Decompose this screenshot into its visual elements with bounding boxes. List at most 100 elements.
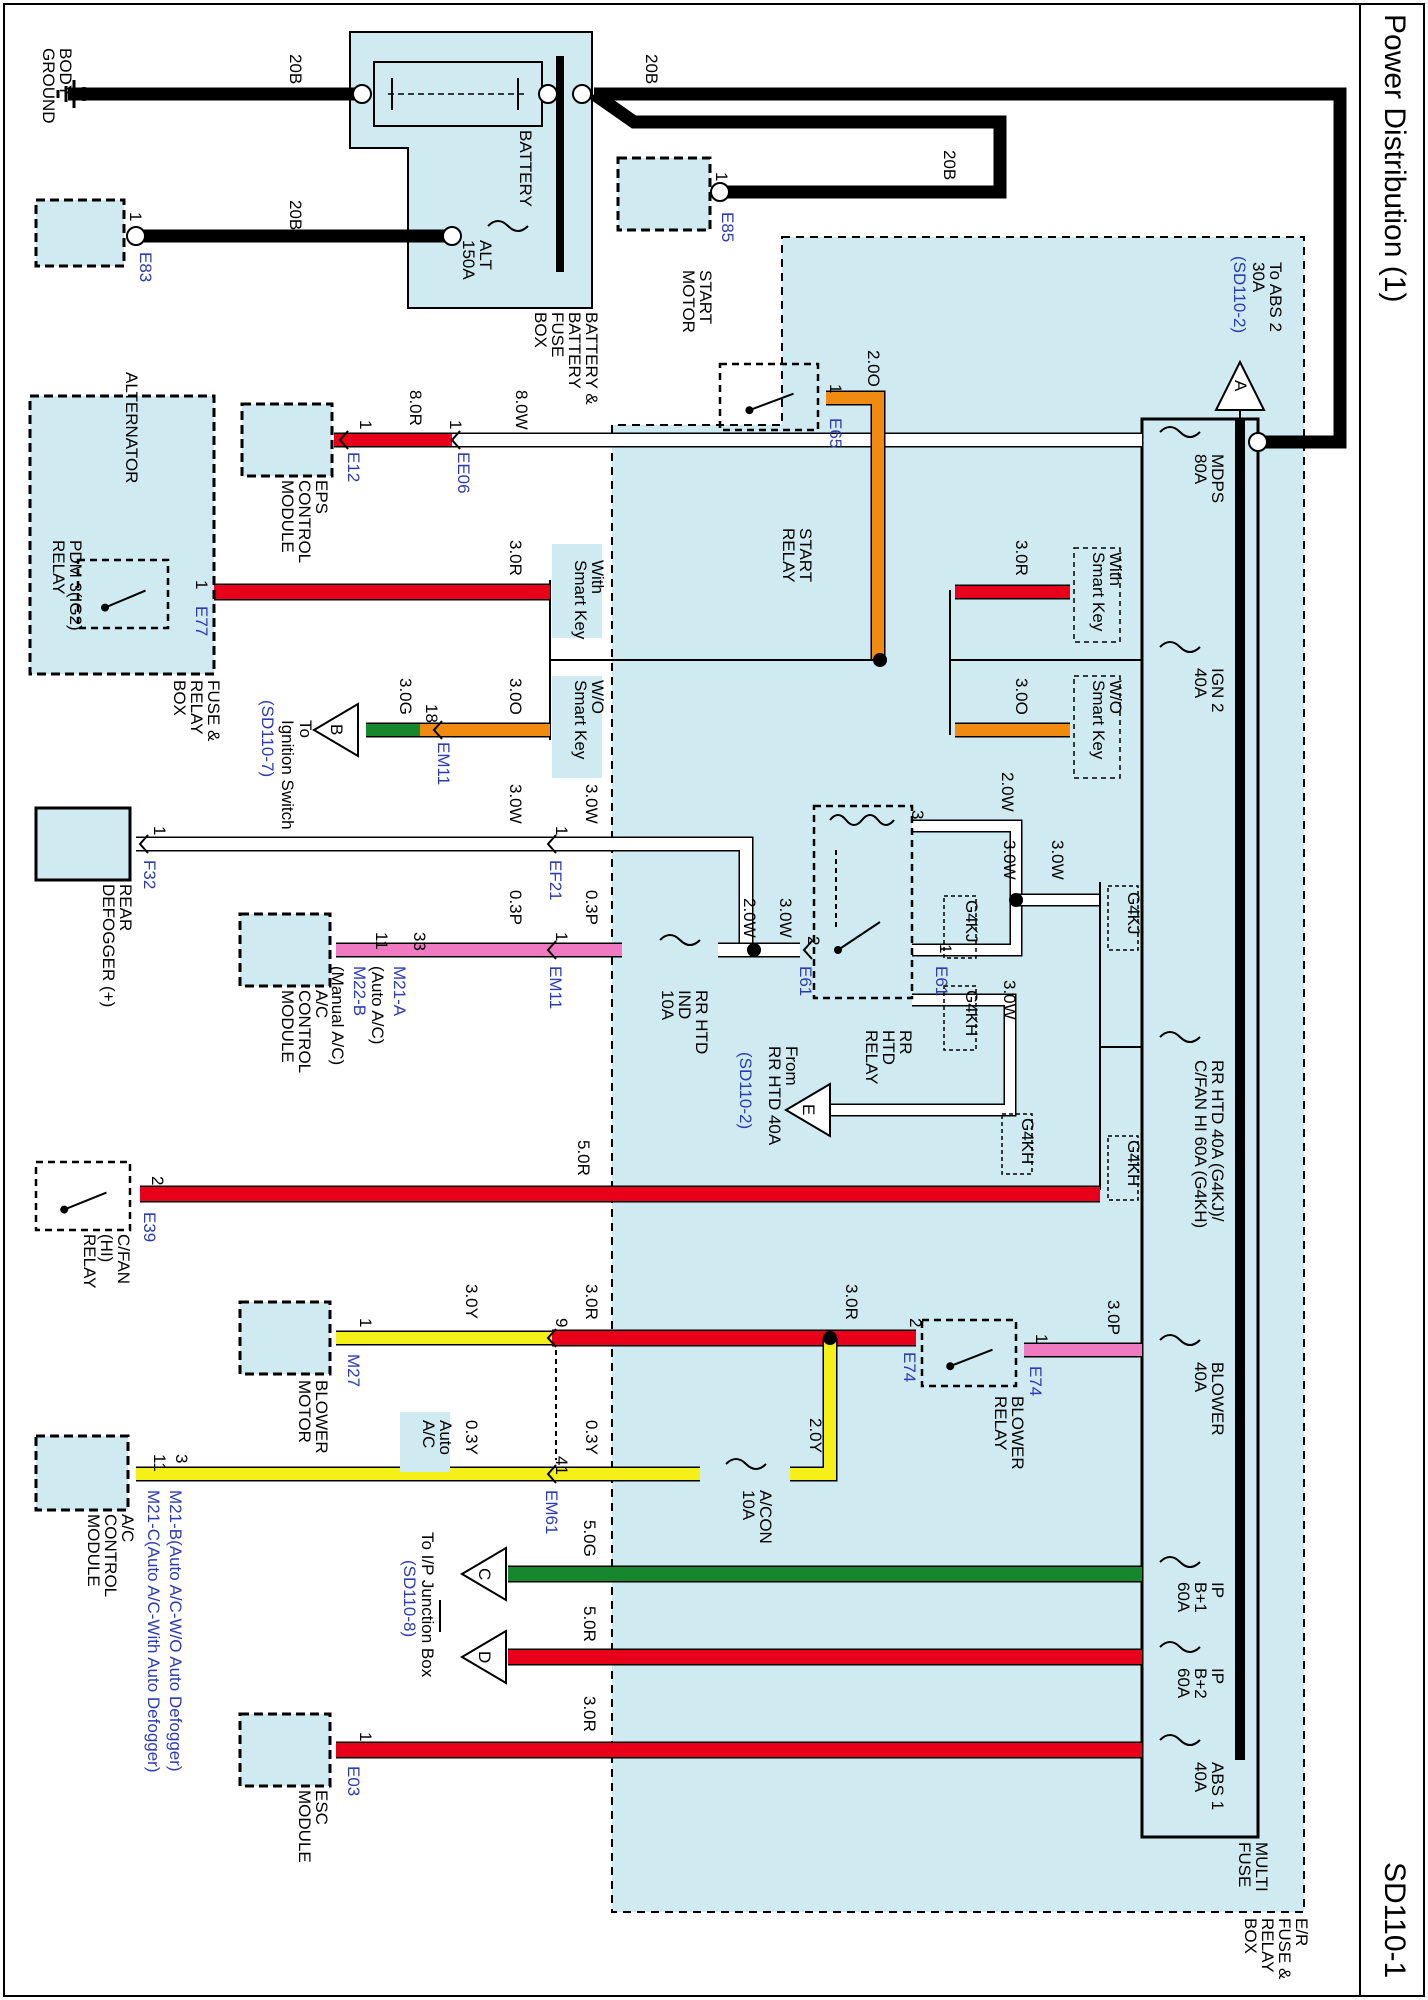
battery-pos-terminal-b <box>572 84 592 104</box>
start-motor-label-line-0: START <box>696 270 715 324</box>
pdm-relay-label-line-1: RELAY <box>49 540 68 595</box>
er-box-label-line-2: RELAY <box>1258 1918 1277 1973</box>
battery-neg-terminal <box>352 84 372 104</box>
start-relay-label-line-0: START <box>796 528 815 582</box>
wo-smartkey-label-left-line-0: W/O <box>588 680 607 714</box>
er-box-panel <box>611 236 1305 1913</box>
ac1-variant-1-conn: M22-B <box>350 966 369 1016</box>
er-box-label-line-0: E/R <box>1292 1918 1311 1946</box>
wo-smartkey-label-right-line-1: Smart Key <box>1089 680 1108 760</box>
fuse-mdps-symbol <box>1159 426 1201 438</box>
ignition-label-line-1: Ignition Switch <box>278 720 297 830</box>
alt-fuse-symbol <box>487 220 529 232</box>
start-motor-label-line-1: MOTOR <box>679 270 698 333</box>
blower-motor-label-line-0: BLOWER <box>312 1380 331 1454</box>
ip-junction-d-triangle <box>460 1629 507 1685</box>
from-rr-htd-triangle <box>784 1082 831 1138</box>
rr-htd-out-wire <box>912 900 1021 955</box>
rr-htd-splice-b <box>1009 893 1023 907</box>
to-abs2-label-line-0: To ABS 2 <box>1266 262 1285 332</box>
ac2-label-line-0: A/C <box>118 1514 137 1542</box>
battery-pos-terminal-a <box>538 84 558 104</box>
fuse-relay-box-label-line-0: FUSE & <box>204 680 223 742</box>
defogger-connector-f32 <box>138 834 149 854</box>
body-ground-label-line-1: GROUND <box>39 48 58 124</box>
start-relay-label-line-1: RELAY <box>779 528 798 583</box>
start-relay-pin: 1 <box>826 384 845 393</box>
ip-junction-c-triangle <box>460 1546 507 1602</box>
alternator-pin: 1 <box>126 212 145 221</box>
fuse-abs1-label-line-1: 40A <box>1191 1762 1210 1793</box>
alternator-wire-label: 20B <box>286 200 305 230</box>
auto-ac-box <box>400 1412 450 1472</box>
rr-htd-wire-left-b-label: 3.0W <box>776 898 795 938</box>
eps-label-line-1: CONTROL <box>295 480 314 563</box>
blower-motor-box <box>238 1300 332 1376</box>
start-relay-splice <box>873 653 887 667</box>
alt-fuse-label-line-0: ALT <box>476 240 495 270</box>
ac1-variant-0-conn: M21-A <box>390 966 409 1017</box>
fuse-ip_b1-label-line-2: 60A <box>1174 1582 1193 1613</box>
cfan-relay-label-line-1: (HI) <box>97 1234 116 1262</box>
auto-ac-wire-a-label: 0.3Y <box>462 1420 481 1455</box>
rr-htd-wire-kh-label: 3.0W <box>1000 980 1019 1020</box>
fuse-ip_b2-label-line-2: 60A <box>1174 1668 1193 1699</box>
battery-box-label-line-3: BOX <box>531 312 550 348</box>
ign2-wire-with-label: 3.0R <box>1012 540 1031 576</box>
defogger-pin-a: 1 <box>150 826 169 835</box>
eps-label-line-0: EPS <box>312 480 331 514</box>
ground-symbol <box>56 80 76 108</box>
blower-relay-label-line-0: BLOWER <box>1008 1396 1027 1470</box>
defogger-wire-b-label: 3.0W <box>582 784 601 824</box>
er-box-label-line-3: BOX <box>1241 1918 1260 1954</box>
fuse-ip_b2-label-line-1: B+2 <box>1191 1668 1210 1699</box>
cfan-kh-label-a: G4KH <box>1018 1118 1037 1164</box>
start-motor-pin: 1 <box>712 172 731 181</box>
fuse-relay-box-label-line-1: RELAY <box>187 680 206 735</box>
eps-connector-e12 <box>338 430 349 450</box>
ac2-pin-11: 11 <box>150 1454 169 1472</box>
battery-box-label-line-2: FUSE <box>548 312 567 357</box>
rr-htd-connector-label-b: E61 <box>932 966 951 996</box>
with-smartkey-label-right-line-0: With <box>1106 552 1125 586</box>
rr-htd-relay-contact <box>837 921 881 951</box>
ip-b2-wire-label: 5.0R <box>580 1606 599 1642</box>
start-relay-connector: E65 <box>826 418 845 448</box>
esc-pin: 1 <box>356 1732 375 1741</box>
start-relay-box-contact <box>749 392 794 412</box>
blower-relay-pin-out: 2 <box>906 1318 925 1327</box>
ign2-wire-wo-label: 3.0O <box>1012 678 1031 715</box>
esc-module-box <box>238 1712 332 1788</box>
ac2-label-line-2: MODULE <box>84 1514 103 1587</box>
fuse-ign2-label-line-1: 40A <box>1191 668 1210 699</box>
fuse-ip_b1-symbol <box>1159 1556 1201 1568</box>
alternator-connector: E83 <box>136 252 155 282</box>
to-abs2-ref: (SD110-2) <box>1230 256 1249 333</box>
to-abs2-label-line-1: 30A <box>1249 262 1268 293</box>
components-layer <box>28 56 1268 1788</box>
body-ground-label-line-0: BODY <box>56 48 75 96</box>
from-rr-htd-triangle-letter: E <box>799 1104 818 1115</box>
rr-htd-pin-2: 2 <box>804 936 823 945</box>
rr-htd-relay-label-line-1: HTD <box>879 1030 898 1065</box>
rr-htd-wire-mid-label: 3.0W <box>1048 840 1067 880</box>
from-rr-htd-label-line-1: RR HTD 40A <box>765 1046 784 1146</box>
auto-ac-connector: EM61 <box>542 1490 561 1534</box>
cfan-relay-label-line-2: RELAY <box>80 1234 99 1289</box>
ip-junction-d-triangle-letter: D <box>475 1651 494 1663</box>
rr-htd-connector-e61 <box>802 940 813 960</box>
wo-smartkey-box-right <box>1073 675 1121 779</box>
ac1-variant-1-desc: (Manual A/C) <box>328 966 347 1065</box>
eps-pin-a: 1 <box>446 420 465 429</box>
eps-module-box <box>240 402 334 478</box>
from-rr-htd-ref: (SD110-2) <box>736 1052 755 1129</box>
alt-fuse-terminal <box>442 226 462 246</box>
rr-htd-ind-label-line-1: IND <box>675 990 694 1019</box>
ip-junction-c-triangle-letter: C <box>475 1568 494 1580</box>
ignition-triangle-letter: B <box>327 724 346 735</box>
cfan-kh-label-b: G4KH <box>1124 1140 1143 1186</box>
from-rr-htd-label-line-0: From <box>782 1046 801 1086</box>
pdm-relay-connector: E77 <box>192 606 211 636</box>
